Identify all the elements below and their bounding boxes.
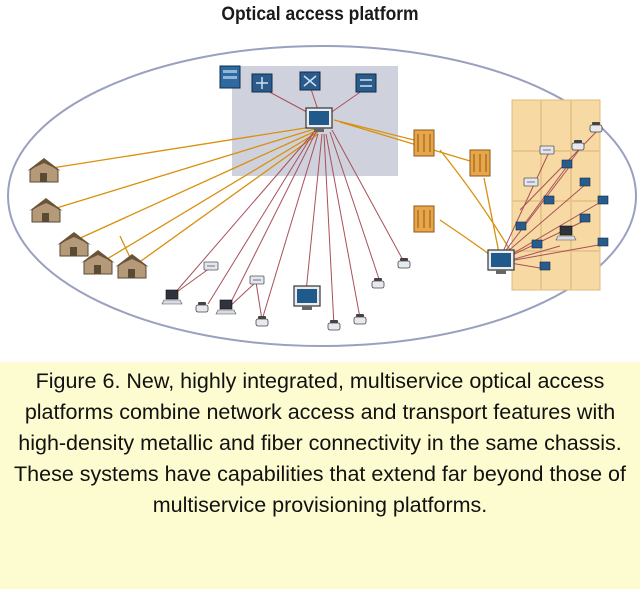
telephone-icon (371, 277, 385, 289)
desktop-icon (579, 177, 591, 187)
telephone-icon (255, 315, 269, 327)
modem-icon (539, 145, 555, 155)
laptop-icon (161, 289, 183, 305)
modem-icon (203, 261, 219, 271)
diagram-title: Optical access platform (221, 4, 419, 25)
platform-monitor-icon (305, 107, 333, 133)
desktop-icon (515, 221, 527, 231)
server-tower-icon (219, 65, 241, 89)
desktop-icon (597, 195, 609, 205)
laptop-icon (215, 299, 237, 315)
building-monitor-icon (487, 249, 515, 275)
fiber-links (49, 119, 511, 267)
office-building-icon (511, 99, 601, 291)
house-icon (26, 157, 62, 183)
telephone-icon (397, 257, 411, 269)
router-icon (299, 71, 321, 91)
desktop-icon (579, 213, 591, 223)
multiplexer-icon (469, 149, 491, 177)
house-icon (28, 197, 64, 223)
telephone-icon (195, 301, 209, 313)
copper-links (173, 85, 605, 327)
switch-icon (251, 73, 273, 93)
modem-icon (523, 177, 539, 187)
telephone-icon (327, 319, 341, 331)
multiplexer-icon (413, 129, 435, 157)
figure-caption: Figure 6. New, highly integrated, multis… (0, 362, 640, 589)
service-area-ellipse (7, 45, 637, 347)
network-diagram (7, 45, 637, 347)
switch-icon (355, 73, 377, 93)
desktop-icon (539, 261, 551, 271)
desktop-icon (543, 195, 555, 205)
house-icon (114, 253, 150, 279)
desktop-icon (561, 159, 573, 169)
telephone-icon (353, 313, 367, 325)
desktop-icon (597, 237, 609, 247)
desktop-icon (531, 239, 543, 249)
modem-icon (249, 275, 265, 285)
monitor-icon (293, 285, 321, 311)
multiplexer-icon (413, 205, 435, 233)
